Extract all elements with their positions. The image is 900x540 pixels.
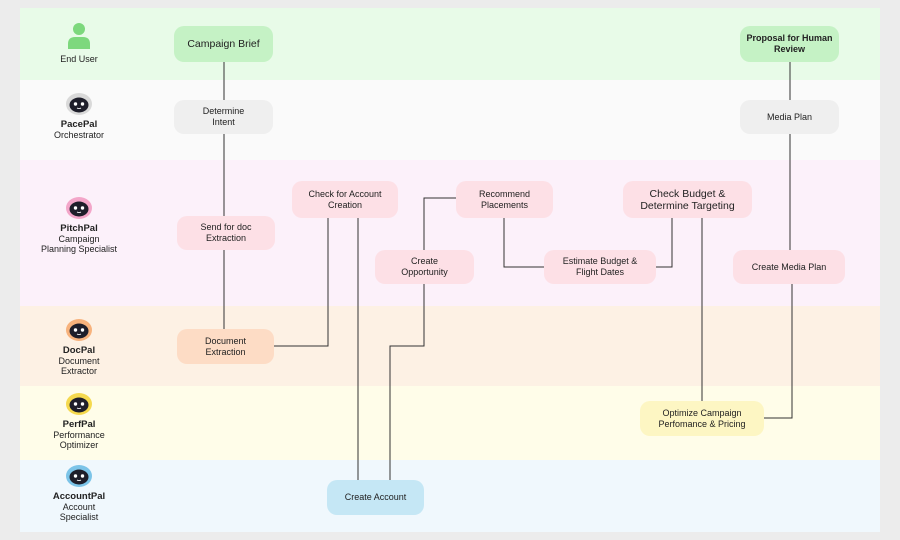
- node-check-budget-and-targeting[interactable]: Check Budget & Determine Targeting: [623, 181, 752, 218]
- lane-role: Campaign Planning Specialist: [40, 234, 118, 254]
- robot-avatar-icon: [66, 465, 92, 487]
- lane-label-accountpal: AccountPal Account Specialist: [20, 464, 138, 522]
- node-create-account[interactable]: Create Account: [327, 480, 424, 515]
- node-campaign-brief[interactable]: Campaign Brief: [174, 26, 273, 62]
- lane-docpal: [20, 306, 880, 386]
- lane-name: AccountPal: [52, 491, 106, 502]
- node-check-for-account-creation[interactable]: Check for Account Creation: [292, 181, 398, 218]
- connector-estimate-to-check-budget: [656, 218, 673, 268]
- node-send-for-doc-extraction[interactable]: Send for doc Extraction: [177, 216, 275, 250]
- node-proposal-for-human-review[interactable]: Proposal for Human Review: [740, 26, 839, 62]
- lane-name: DocPal: [62, 345, 96, 356]
- lane-label-end-user: End User: [20, 22, 138, 64]
- connector-recommend-to-estimate: [503, 218, 544, 268]
- lane-pacepal: [20, 80, 880, 160]
- connector-optimize-to-create-media-plan: [764, 283, 793, 419]
- lane-name: PerfPal: [62, 419, 96, 430]
- lane-label-pacepal: PacePal Orchestrator: [20, 92, 138, 140]
- connector-opportunity-to-recommend: [423, 197, 456, 251]
- robot-avatar-icon: [66, 319, 92, 341]
- robot-avatar-icon: [66, 93, 92, 115]
- robot-avatar-icon: [66, 197, 92, 219]
- lane-name: PacePal: [60, 119, 98, 130]
- lane-name: PitchPal: [60, 223, 98, 234]
- swimlane-diagram: End User PacePal Orchestrator PitchPal C…: [20, 8, 880, 532]
- lane-role: Orchestrator: [53, 130, 104, 140]
- node-document-extraction[interactable]: Document Extraction: [177, 329, 274, 364]
- node-estimate-budget-flight-dates[interactable]: Estimate Budget & Flight Dates: [544, 250, 656, 284]
- node-create-opportunity[interactable]: Create Opportunity: [375, 250, 474, 284]
- node-recommend-placements[interactable]: Recommend Placements: [456, 181, 553, 218]
- node-optimize-campaign-performance-pricing[interactable]: Optimize Campaign Perfomance & Pricing: [640, 401, 764, 436]
- connector-lines: [223, 62, 793, 482]
- lane-label-docpal: DocPal Document Extractor: [20, 318, 138, 376]
- connector-extraction-to-check-account: [274, 218, 329, 347]
- lane-role: Account Specialist: [59, 502, 99, 522]
- node-create-media-plan[interactable]: Create Media Plan: [733, 250, 845, 284]
- connector-create-account-to-opportunity: [389, 283, 425, 482]
- robot-avatar-icon: [66, 393, 92, 415]
- lane-role: Document Extractor: [58, 356, 100, 376]
- lane-end-user: [20, 8, 880, 80]
- lane-label-pitchpal: PitchPal Campaign Planning Specialist: [20, 196, 138, 254]
- user-icon: [68, 23, 90, 49]
- node-media-plan[interactable]: Media Plan: [740, 100, 839, 134]
- lane-role: End User: [60, 54, 98, 64]
- node-determine-intent[interactable]: Determine Intent: [174, 100, 273, 134]
- lane-label-perfpal: PerfPal Performance Optimizer: [20, 392, 138, 450]
- lane-role: Performance Optimizer: [53, 430, 105, 450]
- lane-accountpal: [20, 460, 880, 532]
